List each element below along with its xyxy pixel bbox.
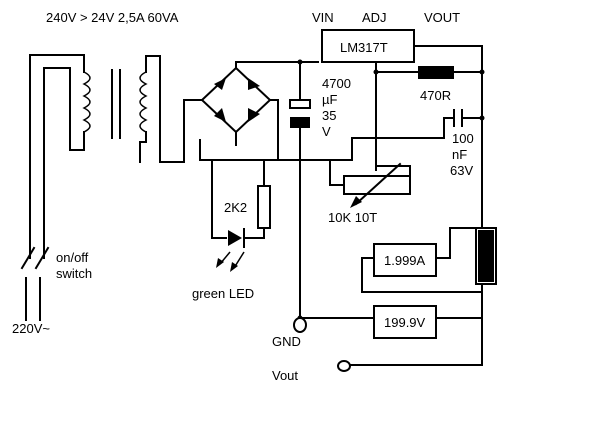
mains-input bbox=[20, 54, 63, 321]
vout-top-label: VOUT bbox=[424, 10, 460, 25]
led-indicator bbox=[211, 159, 271, 272]
gnd-label: GND bbox=[272, 334, 301, 349]
terminals bbox=[293, 317, 351, 372]
cap-label-2: µF bbox=[322, 92, 337, 107]
potentiometer-10k bbox=[329, 159, 411, 208]
lm317-box bbox=[321, 29, 415, 63]
cap-label-1: 4700 bbox=[322, 76, 351, 91]
ammeter-box bbox=[373, 243, 437, 277]
voltmeter-section bbox=[297, 305, 483, 366]
cap100-label-1: 100 bbox=[452, 131, 474, 146]
resistor-470 bbox=[418, 66, 454, 79]
resistor-470-label: 470R bbox=[420, 88, 451, 103]
mains-label: 220V~ bbox=[12, 321, 50, 336]
switch-label-2: switch bbox=[56, 266, 92, 281]
regulator-label: LM317T bbox=[340, 40, 388, 55]
cap-label-3: 35 bbox=[322, 108, 336, 123]
voltmeter-reading: 199.9V bbox=[384, 315, 426, 330]
output-capacitor bbox=[199, 109, 485, 229]
pot-label: 10K 10T bbox=[328, 210, 377, 225]
ammeter-reading: 1.999A bbox=[384, 253, 426, 268]
led-label: green LED bbox=[192, 286, 254, 301]
cap-label-4: V bbox=[322, 124, 331, 139]
switch-label-1: on/off bbox=[56, 250, 89, 265]
lm317-regulator bbox=[321, 29, 485, 171]
cap100-label-2: nF bbox=[452, 147, 467, 162]
gnd-terminal bbox=[293, 317, 307, 333]
transformer-label: 240V > 24V 2,5A 60VA bbox=[46, 10, 179, 25]
ammeter-section bbox=[361, 227, 497, 321]
adj-label: ADJ bbox=[362, 10, 387, 25]
transformer bbox=[61, 54, 185, 163]
vout-terminal bbox=[337, 360, 351, 372]
voltmeter-box bbox=[373, 305, 437, 339]
bridge-rectifier bbox=[183, 61, 289, 161]
cap100-label-3: 63V bbox=[450, 163, 473, 178]
resistor-2k2-label: 2K2 bbox=[224, 200, 247, 215]
vin-label: VIN bbox=[312, 10, 334, 25]
vout-bottom-label: Vout bbox=[272, 368, 298, 383]
input-capacitor bbox=[287, 59, 319, 319]
